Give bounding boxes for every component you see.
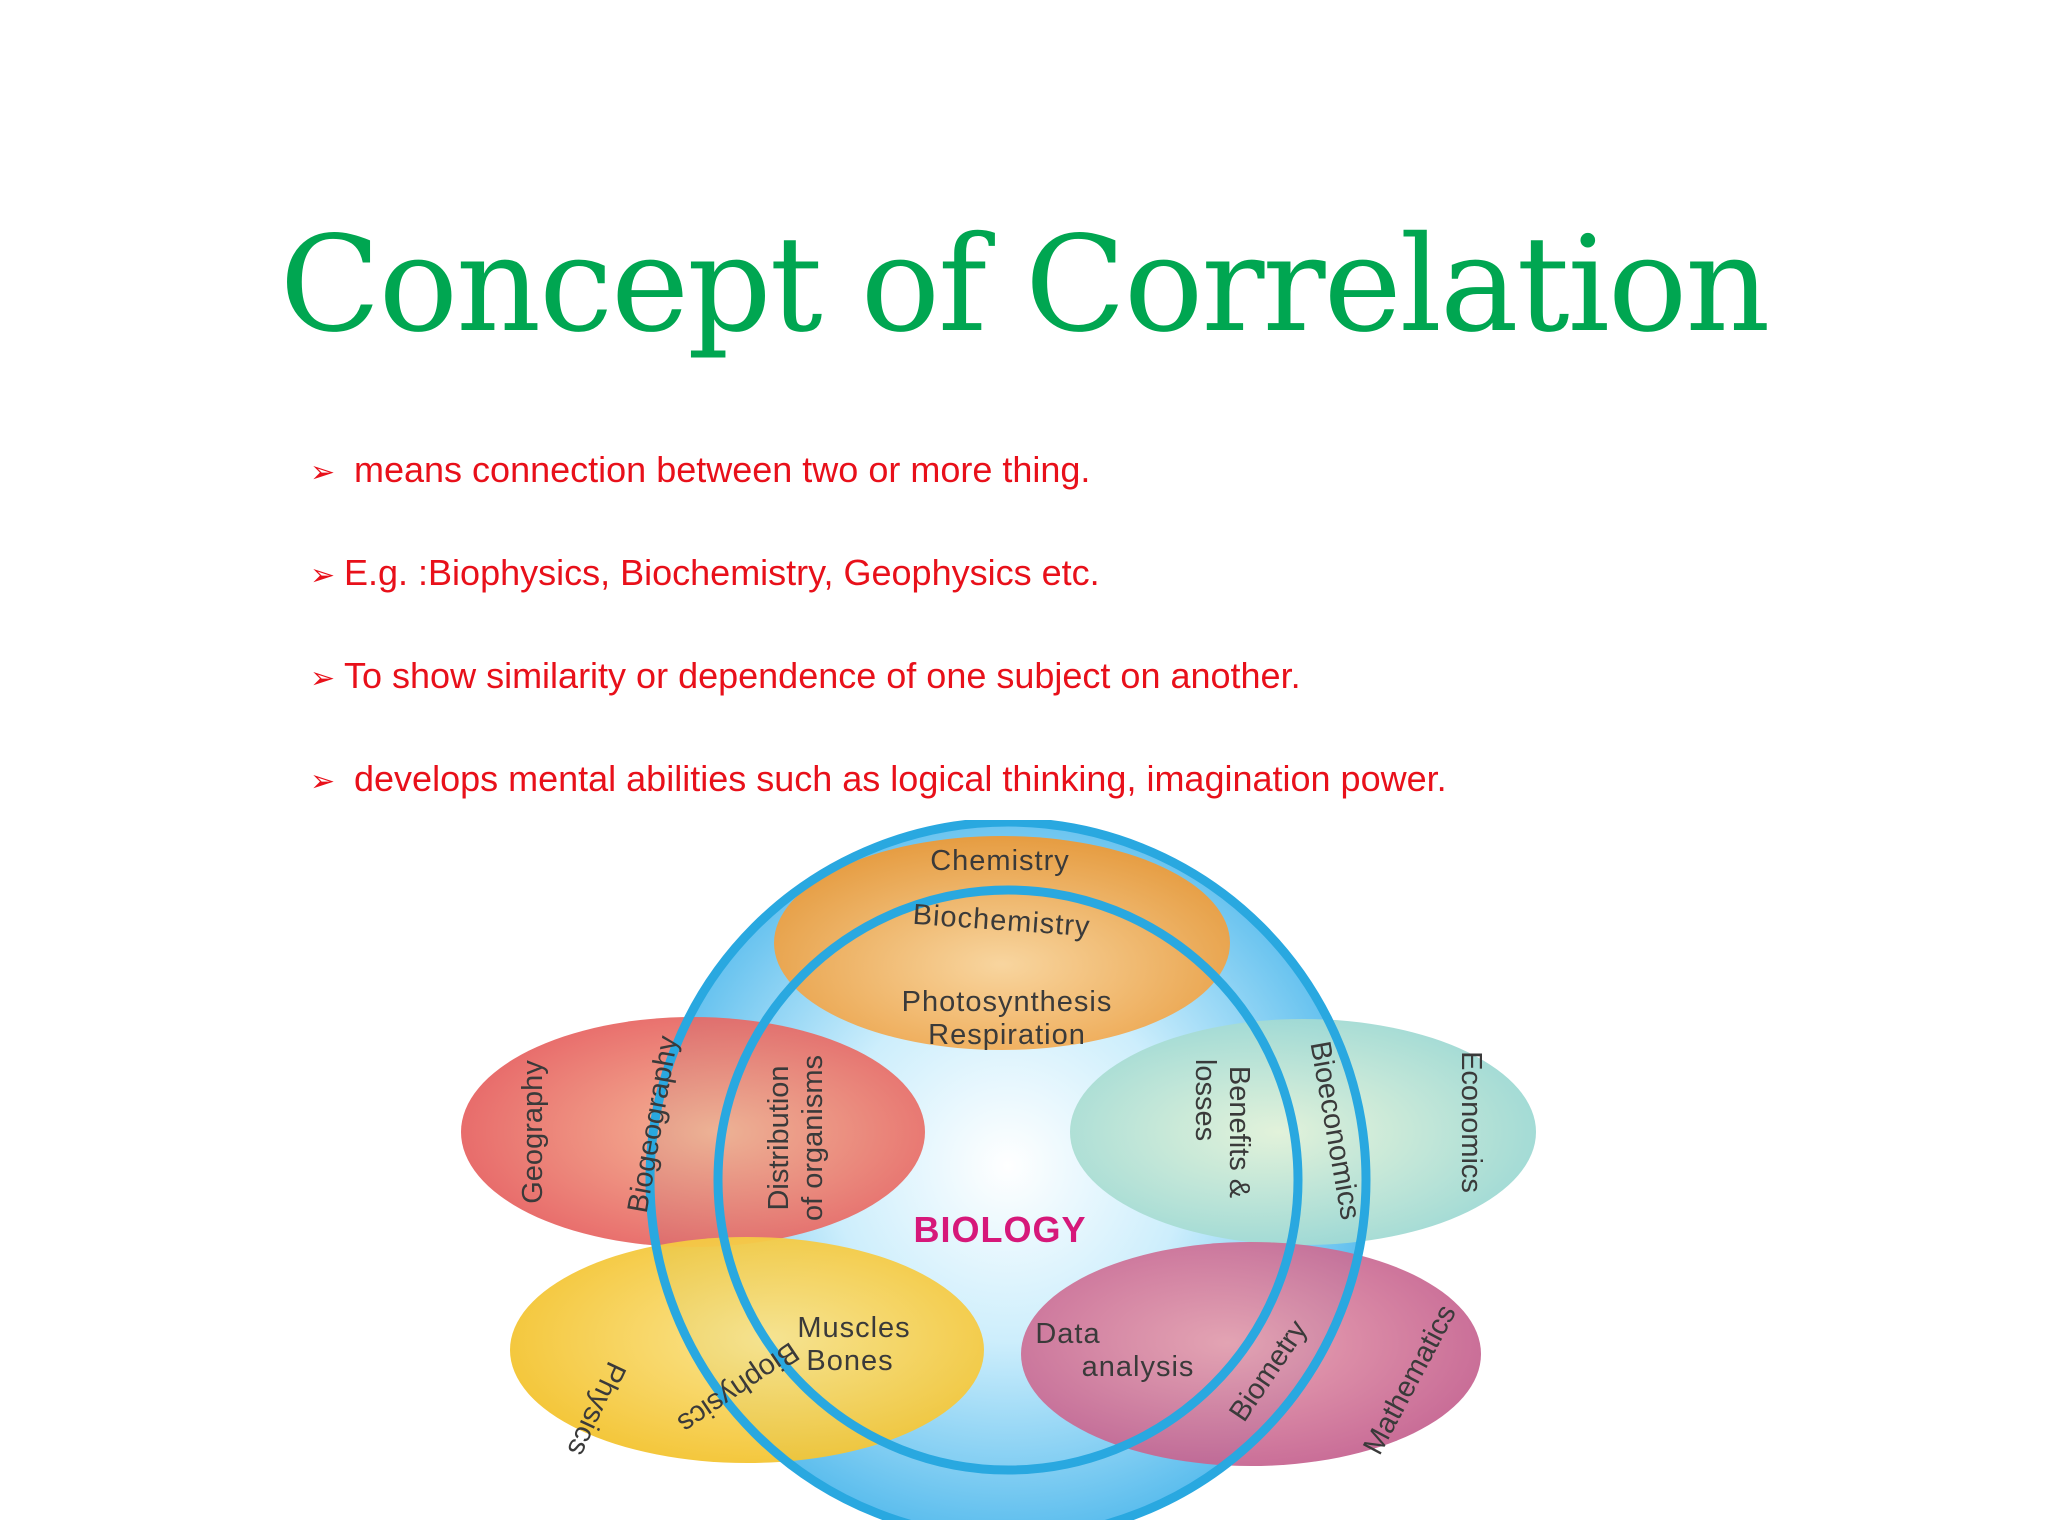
benefits-label-line2: losses [1189,1059,1221,1141]
bullet-item: ➢E.g. :Biophysics, Biochemistry, Geophys… [310,551,1870,654]
outer-ring [645,817,1371,1536]
bullet-text: develops mental abilities such as logica… [344,758,1447,799]
bullet-text: To show similarity or dependence of one … [344,655,1301,696]
respiration-label: Respiration [928,1019,1086,1051]
bullet-text: E.g. :Biophysics, Biochemistry, Geophysi… [344,552,1100,593]
bullet-text: means connection between two or more thi… [344,449,1091,490]
bullet-list: ➢ means connection between two or more t… [310,448,1870,860]
biology-center-label: BIOLOGY [913,1209,1086,1250]
muscles-label: Muscles [797,1312,910,1344]
bullet-item: ➢ develops mental abilities such as logi… [310,757,1870,860]
chemistry-ellipse [774,836,1230,1050]
geography-ellipse [461,1017,925,1247]
economics-label: Economics [1455,1051,1487,1193]
mathematics-ellipse [1021,1242,1481,1466]
diagram-svg: Chemistry Biochemistry Photosynthesis Re… [461,817,1536,1536]
distribution-label-line2: of organisms [797,1055,829,1221]
bones-label: Bones [806,1345,893,1377]
economics-ellipse [1070,1019,1536,1245]
distribution-label-line1: Distribution [763,1065,795,1210]
bullet-item: ➢To show similarity or dependence of one… [310,654,1870,757]
benefits-label-line1: Benefits & [1223,1066,1255,1198]
chemistry-label: Chemistry [930,845,1070,877]
analysis-label: analysis [1082,1351,1195,1383]
arrow-bullet-icon: ➢ [310,662,336,695]
biology-correlation-diagram: Chemistry Biochemistry Photosynthesis Re… [450,817,1580,1536]
geography-label: Geography [517,1060,549,1204]
physics-ellipse [510,1237,984,1463]
data-label: Data [1035,1318,1100,1350]
slide-title: Concept of Correlation [279,208,1771,362]
inner-ring [713,885,1303,1475]
arrow-bullet-icon: ➢ [310,765,336,798]
bullet-item: ➢ means connection between two or more t… [310,448,1870,551]
arrow-bullet-icon: ➢ [310,456,336,489]
photosynthesis-label: Photosynthesis [902,986,1113,1018]
arrow-bullet-icon: ➢ [310,559,336,592]
